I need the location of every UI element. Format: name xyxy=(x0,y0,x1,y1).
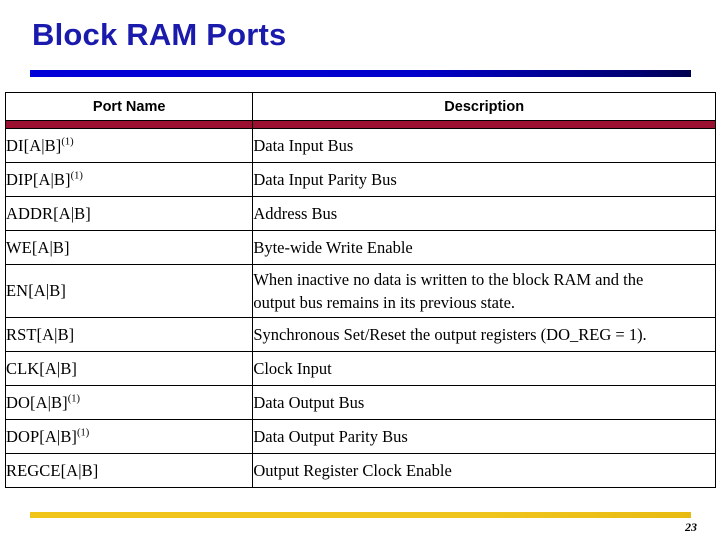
table-row: DI[A|B](1)Data Input Bus xyxy=(4,128,716,163)
description-line: Synchronous Set/Reset the output registe… xyxy=(253,324,647,344)
cell-description: Address Bus xyxy=(252,196,716,231)
table-row: REGCE[A|B] Output Register Clock Enable xyxy=(4,453,716,488)
cell-description: Data Input Bus xyxy=(252,128,716,163)
header-accent-rule-right xyxy=(252,120,716,129)
description-line: When inactive no data is written to the … xyxy=(253,269,644,289)
description-line: output bus remains in its previous state… xyxy=(253,292,516,312)
port-name-text: DOP[A|B] xyxy=(6,426,78,446)
cell-port-name: REGCE[A|B] xyxy=(4,453,254,488)
description-line: Data Output Parity Bus xyxy=(253,426,408,446)
port-name-footnote-marker: (1) xyxy=(70,170,83,182)
port-name-text: EN[A|B] xyxy=(6,281,66,301)
description-line: Address Bus xyxy=(253,203,338,223)
cell-description: Clock Input xyxy=(252,351,716,386)
cell-port-name: DO[A|B](1) xyxy=(4,385,254,420)
table-header-row: Port Name Description xyxy=(4,92,716,121)
block-ram-ports-table: Port Name Description DI[A|B](1)Data Inp… xyxy=(4,92,716,488)
port-name-footnote-marker: (1) xyxy=(67,393,80,405)
port-name-text: WE[A|B] xyxy=(6,237,70,257)
table-row: DOP[A|B](1)Data Output Parity Bus xyxy=(4,419,716,454)
port-name-text: RST[A|B] xyxy=(6,324,75,344)
cell-description: Output Register Clock Enable xyxy=(252,453,716,488)
description-line: Byte-wide Write Enable xyxy=(253,237,413,257)
port-name-text: DI[A|B] xyxy=(6,135,62,155)
table-row: WE[A|B] Byte-wide Write Enable xyxy=(4,230,716,265)
cell-port-name: WE[A|B] xyxy=(4,230,254,265)
port-name-footnote-marker: (1) xyxy=(77,427,90,439)
description-line: Clock Input xyxy=(253,358,332,378)
port-name-text: REGCE[A|B] xyxy=(6,460,99,480)
port-name-text: DIP[A|B] xyxy=(6,169,71,189)
port-name-text: CLK[A|B] xyxy=(6,358,78,378)
description-line: Output Register Clock Enable xyxy=(253,460,452,480)
description-line: Data Output Bus xyxy=(253,392,365,412)
cell-port-name: DIP[A|B](1) xyxy=(4,162,254,197)
cell-description: When inactive no data is written to the … xyxy=(252,264,716,318)
table-row: DO[A|B](1)Data Output Bus xyxy=(4,385,716,420)
table-row: CLK[A|B] Clock Input xyxy=(4,351,716,386)
cell-description: Data Output Bus xyxy=(252,385,716,420)
table-row: RST[A|B] Synchronous Set/Reset the output… xyxy=(4,317,716,352)
title-divider-bar xyxy=(30,70,691,77)
table-row: EN[A|B] When inactive no data is written … xyxy=(4,264,716,318)
table-row: ADDR[A|B] Address Bus xyxy=(4,196,716,231)
port-name-text: ADDR[A|B] xyxy=(6,203,91,223)
header-accent-rule xyxy=(4,120,716,129)
cell-port-name: CLK[A|B] xyxy=(4,351,254,386)
column-header-description: Description xyxy=(252,92,716,121)
description-line: Data Input Parity Bus xyxy=(253,169,397,189)
description-line: Data Input Bus xyxy=(253,135,354,155)
footer-divider-bar xyxy=(30,512,691,518)
column-header-port-name: Port Name xyxy=(4,92,254,121)
cell-description: Byte-wide Write Enable xyxy=(252,230,716,265)
port-name-text: DO[A|B] xyxy=(6,392,68,412)
cell-description: Data Input Parity Bus xyxy=(252,162,716,197)
cell-port-name: ADDR[A|B] xyxy=(4,196,254,231)
cell-port-name: EN[A|B] xyxy=(4,264,254,318)
cell-port-name: DOP[A|B](1) xyxy=(4,419,254,454)
cell-port-name: DI[A|B](1) xyxy=(4,128,254,163)
cell-description: Data Output Parity Bus xyxy=(252,419,716,454)
table-row: DIP[A|B](1)Data Input Parity Bus xyxy=(4,162,716,197)
cell-description: Synchronous Set/Reset the output registe… xyxy=(252,317,716,352)
page-title: Block RAM Ports xyxy=(32,17,287,52)
header-accent-rule-left xyxy=(4,120,254,129)
cell-port-name: RST[A|B] xyxy=(4,317,254,352)
port-name-footnote-marker: (1) xyxy=(61,136,74,148)
page-number: 23 xyxy=(685,520,697,534)
